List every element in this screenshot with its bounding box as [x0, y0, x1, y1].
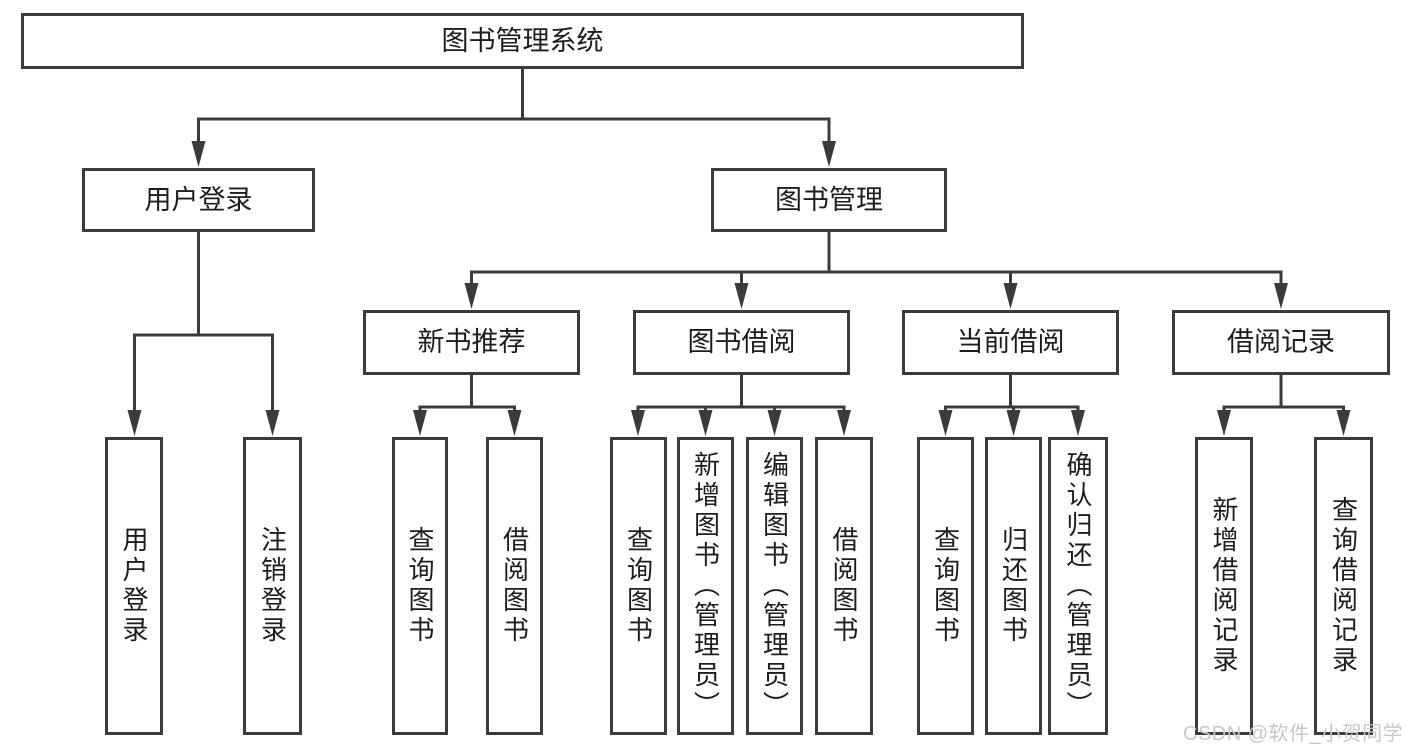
- leaf-borrow-book: 借阅图书: [815, 437, 873, 735]
- leaf-add-borrow-record: 新增借阅记录: [1195, 437, 1253, 735]
- csdn-watermark: CSDN @软件_小贺同学: [1183, 723, 1404, 745]
- node-current-borrow: 当前借阅: [902, 310, 1119, 375]
- arrowheads: [127, 141, 1351, 436]
- leaf-current-query-book: 查询图书: [917, 437, 974, 735]
- node-root: 图书管理系统: [21, 13, 1024, 69]
- leaf-return-book: 归还图书: [985, 437, 1042, 735]
- node-borrow-records: 借阅记录: [1172, 310, 1390, 375]
- leaf-recommend-query-book: 查询图书: [392, 437, 448, 735]
- leaf-borrow-query-book: 查询图书: [610, 437, 667, 735]
- node-book-borrow: 图书借阅: [633, 310, 850, 375]
- leaf-recommend-borrow-book: 借阅图书: [486, 437, 543, 735]
- leaf-query-borrow-record: 查询借阅记录: [1314, 437, 1373, 735]
- node-user-login: 用户登录: [82, 168, 315, 232]
- leaf-logout: 注销登录: [243, 437, 302, 735]
- leaf-user-login: 用户登录: [105, 437, 163, 735]
- leaf-add-book-admin: 新增图书（管理员）: [677, 437, 734, 735]
- node-new-book-recommend: 新书推荐: [363, 310, 580, 375]
- leaf-edit-book-admin: 编辑图书（管理员）: [746, 437, 803, 735]
- node-book-management: 图书管理: [711, 168, 947, 232]
- leaf-confirm-return-admin: 确认归还（管理员）: [1048, 437, 1108, 735]
